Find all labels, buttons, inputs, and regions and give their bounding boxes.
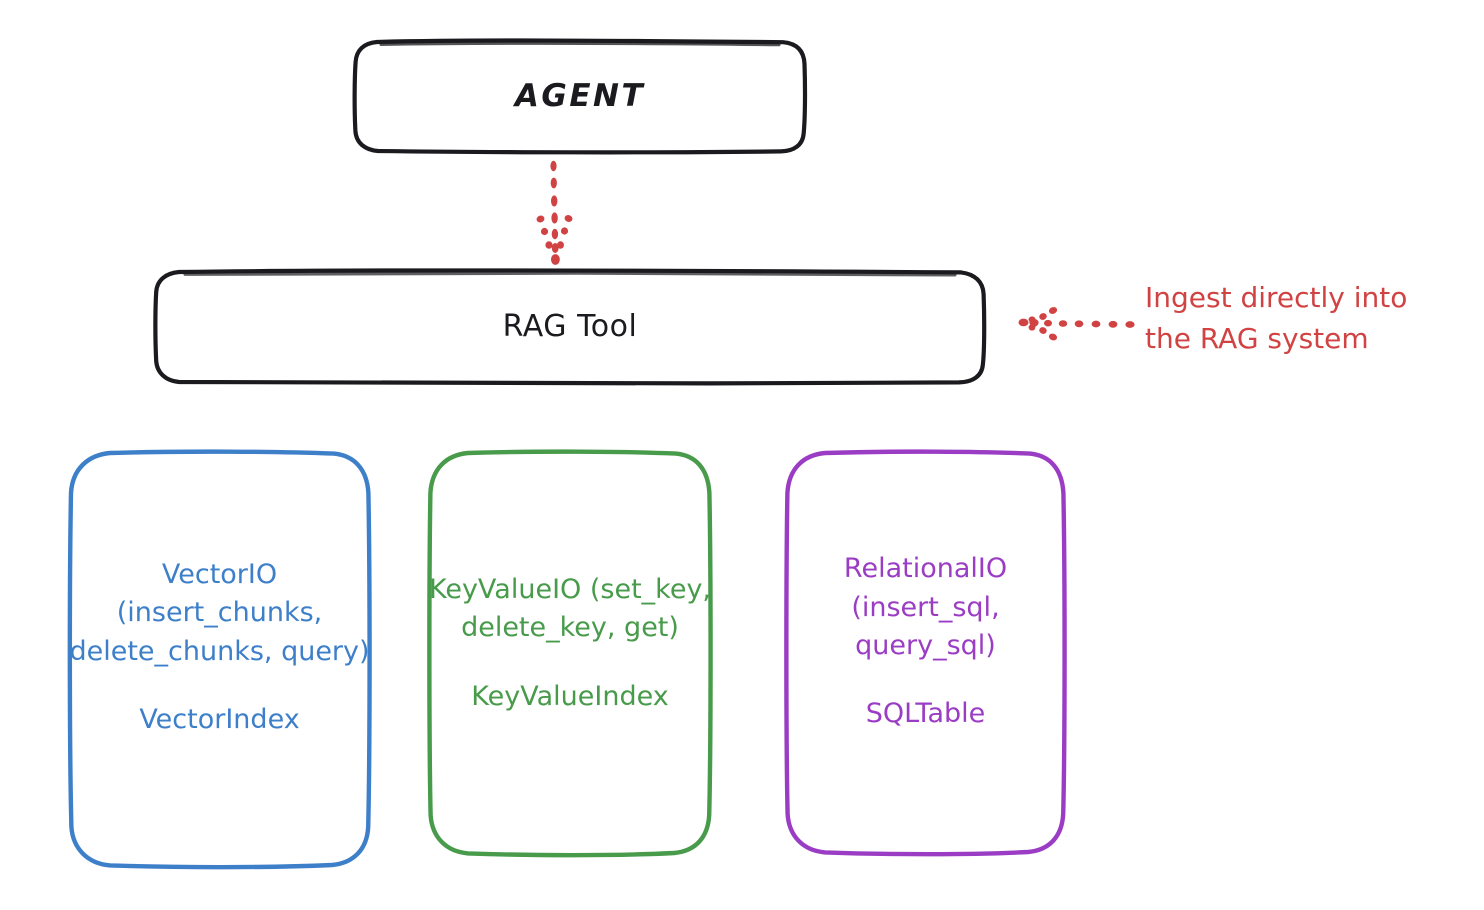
agent-node[interactable]: AGENT — [352, 38, 808, 155]
vector-io-index: VectorIndex — [139, 703, 300, 735]
agent-node-label: AGENT — [514, 78, 646, 114]
relational-io-spacer — [783, 665, 1068, 695]
vector-io-spacer — [66, 671, 373, 701]
key-value-io-node-label: KeyValueIO (set_key, delete_key, get) Ke… — [426, 571, 714, 716]
rag-tool-node[interactable]: RAG Tool — [153, 268, 987, 386]
vector-io-signature: VectorIO (insert_chunks, delete_chunks, … — [69, 558, 370, 667]
vector-io-node[interactable]: VectorIO (insert_chunks, delete_chunks, … — [66, 449, 373, 870]
agent-to-rag-tool-arrow — [536, 160, 573, 265]
relational-io-node[interactable]: RelationalIO (insert_sql, query_sql) SQL… — [783, 449, 1068, 857]
key-value-io-signature: KeyValueIO (set_key, delete_key, get) — [428, 574, 712, 644]
relational-io-index: SQLTable — [865, 698, 986, 730]
key-value-io-spacer — [426, 648, 714, 678]
ingest-to-rag-tool-arrow — [1018, 307, 1135, 341]
ingest-annotation-text: Ingest directly into the RAG system — [1145, 281, 1408, 355]
vector-io-node-label: VectorIO (insert_chunks, delete_chunks, … — [66, 556, 373, 739]
rag-tool-node-label: RAG Tool — [502, 309, 638, 344]
key-value-io-index: KeyValueIndex — [471, 680, 669, 712]
relational-io-signature: RelationalIO (insert_sql, query_sql) — [843, 553, 1008, 661]
relational-io-node-label: RelationalIO (insert_sql, query_sql) SQL… — [783, 550, 1068, 733]
key-value-io-node[interactable]: KeyValueIO (set_key, delete_key, get) Ke… — [426, 449, 714, 858]
